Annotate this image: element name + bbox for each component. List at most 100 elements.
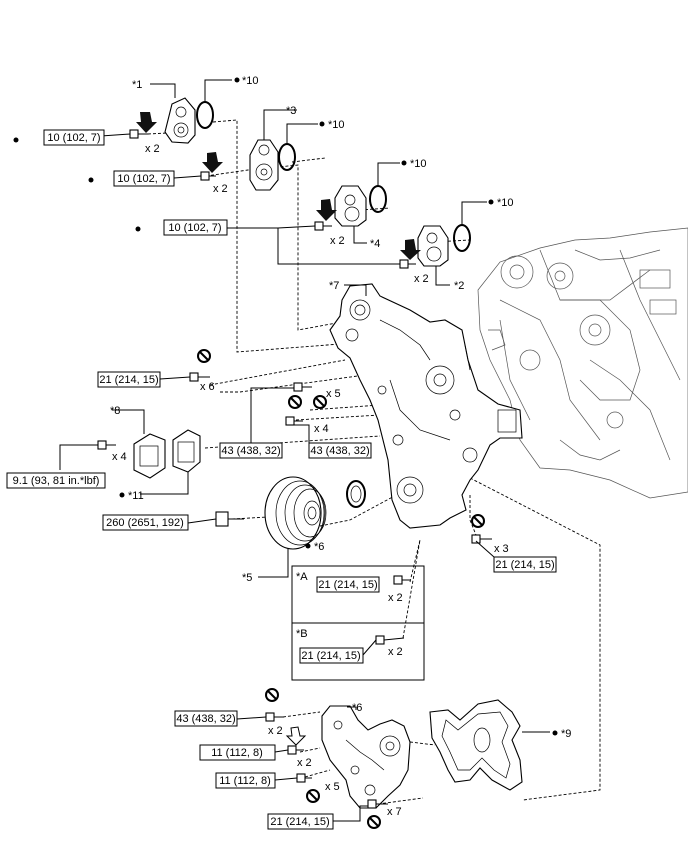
no-reuse-icon: [197, 349, 211, 363]
dashed-guide-lines: [147, 119, 601, 805]
callout-label: *9: [561, 728, 571, 740]
quantity-label: x 2: [213, 183, 228, 195]
svg-text:10 (102, 7): 10 (102, 7): [117, 173, 170, 185]
crankshaft-pulley-5: [264, 476, 327, 550]
svg-text:260 (2651, 192): 260 (2651, 192): [106, 517, 184, 529]
torque-spec-6: 43 (438, 32): [308, 442, 372, 459]
torque-spec-11: 21 (214, 15): [299, 647, 364, 664]
svg-text:10 (102, 7): 10 (102, 7): [47, 132, 100, 144]
timing-chain-cover-7: [329, 283, 523, 529]
callout-label: *5: [242, 572, 252, 584]
vvt-solenoid-3: [249, 139, 279, 191]
water-pump-gasket-9: [429, 699, 523, 791]
quantity-label: x 2: [388, 646, 403, 658]
quantity-label: x 6: [200, 381, 215, 393]
bolt: [97, 440, 116, 450]
torque-spec-7: 9.1 (93, 81 in.*lbf): [6, 472, 106, 489]
bolt: [471, 534, 492, 544]
svg-text:21 (214, 15): 21 (214, 15): [270, 816, 329, 828]
callout-label: *8: [110, 405, 120, 417]
svg-text:11 (112, 8): 11 (112, 8): [219, 775, 271, 787]
callout-label: *1: [132, 79, 142, 91]
svg-text:43 (438, 32): 43 (438, 32): [310, 445, 369, 457]
callout-label: *4: [370, 238, 380, 250]
vvt-solenoid-2: [417, 225, 449, 267]
quantity-label: x 2: [145, 143, 160, 155]
install-arrows: [136, 112, 421, 746]
svg-text:21 (214, 15): 21 (214, 15): [99, 374, 158, 386]
quantity-label: x 2: [297, 757, 312, 769]
bolt: [314, 221, 332, 231]
bullet-markers: [13, 77, 558, 736]
torque-spec-5: 43 (438, 32): [219, 442, 283, 459]
water-pump-6: [321, 705, 411, 809]
callout-label: *2: [454, 280, 464, 292]
quantity-label: x 3: [494, 543, 509, 555]
torque-spec-9: 21 (214, 15): [493, 556, 557, 573]
bolt: [367, 799, 388, 809]
quantity-label: x 2: [414, 273, 429, 285]
bolt: [285, 416, 303, 426]
bolt: [265, 712, 284, 722]
callout-label: *6: [352, 702, 362, 714]
torque-spec-8: 260 (2651, 192): [102, 514, 189, 531]
quantity-label: x 4: [314, 423, 329, 435]
torque-spec-10: 21 (214, 15): [316, 576, 380, 593]
torque-spec-4: 21 (214, 15): [97, 371, 161, 388]
torque-spec-1: 10 (102, 7): [43, 129, 105, 146]
arrow-icon: [202, 152, 223, 173]
vvt-solenoid-4: [334, 185, 367, 227]
bolt: [293, 382, 312, 392]
svg-text:43 (438, 32): 43 (438, 32): [221, 445, 280, 457]
svg-text:43 (438, 32): 43 (438, 32): [176, 713, 235, 725]
gasket-11: [172, 429, 201, 473]
bolt: [200, 171, 216, 181]
callout-label: *3: [286, 105, 296, 117]
bolt: [375, 635, 405, 645]
svg-text:21 (214, 15): 21 (214, 15): [301, 650, 360, 662]
callout-label: *6: [314, 541, 324, 553]
quantity-label: x 2: [388, 592, 403, 604]
arrow-icon: [136, 112, 157, 133]
no-reuse-icon: [265, 688, 279, 702]
callout-label: *10: [497, 197, 514, 209]
no-reuse-icon: [313, 395, 327, 409]
callout-label: *11: [128, 490, 144, 502]
quantity-label: x 2: [330, 235, 345, 247]
callout-label: *7: [329, 280, 339, 292]
svg-text:11 (112, 8): 11 (112, 8): [211, 747, 263, 759]
o-ring-10d: [453, 224, 471, 252]
callout-label: *10: [328, 119, 345, 131]
bolt: [189, 372, 210, 382]
bolt: [215, 511, 244, 527]
torque-spec-14: 11 (112, 8): [215, 772, 276, 789]
quantity-label: x 2: [268, 725, 283, 737]
callout-label: *10: [410, 158, 427, 170]
svg-text:10 (102, 7): 10 (102, 7): [168, 222, 221, 234]
vvt-solenoid-1: [164, 97, 196, 144]
torque-spec-15: 21 (214, 15): [267, 813, 334, 830]
torque-spec-3: 10 (102, 7): [163, 219, 228, 236]
svg-text:9.1 (93, 81 in.*lbf): 9.1 (93, 81 in.*lbf): [13, 475, 100, 487]
bolt: [399, 259, 416, 269]
o-ring-10c: [369, 185, 387, 213]
no-reuse-symbols: [197, 349, 485, 829]
arrow-icon: [400, 239, 421, 260]
open-arrow-icon: [285, 726, 307, 746]
quantity-label: x 5: [325, 781, 340, 793]
no-reuse-icon: [306, 789, 320, 803]
cover-plate-8: [133, 433, 166, 479]
o-ring-10a: [196, 101, 214, 129]
oil-seal-6: [346, 480, 366, 508]
engine-block-illustration: [477, 227, 688, 499]
quantity-label: x 4: [112, 451, 127, 463]
bolt: [296, 773, 312, 783]
torque-spec-12: 43 (438, 32): [174, 710, 238, 727]
bolt: [393, 575, 410, 585]
quantity-label: x 7: [387, 806, 402, 818]
no-reuse-icon: [471, 514, 485, 528]
callout-label: *A: [296, 571, 308, 583]
svg-text:21 (214, 15): 21 (214, 15): [318, 579, 377, 591]
no-reuse-icon: [288, 395, 302, 409]
